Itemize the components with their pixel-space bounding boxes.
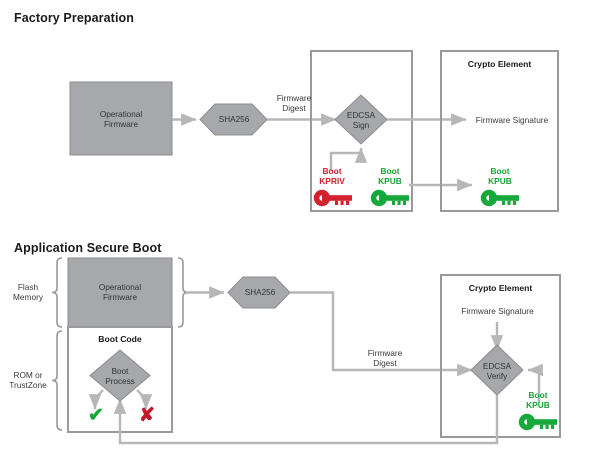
cross-icon: ✘ xyxy=(139,405,155,426)
path-digest-to-ecdsa-verify xyxy=(290,291,473,377)
key-icon-green-public-signbox xyxy=(370,189,409,207)
secureboot-crypto-element-box xyxy=(440,274,561,438)
boot-code-title: Boot Code xyxy=(98,334,142,344)
factory-firmware-digest-label: Firmware Digest xyxy=(276,93,312,114)
factory-ecdsa-sign-diamond xyxy=(334,94,388,145)
factory-operational-firmware-box xyxy=(69,81,173,156)
boot-process-label: Boot Process xyxy=(105,367,135,386)
rom-trustzone-label: ROM or TrustZone xyxy=(9,370,47,391)
factory-sha256-hexagon xyxy=(199,103,268,136)
arrow-kpriv-to-sign xyxy=(329,147,368,171)
flash-memory-label: Flash Memory xyxy=(13,282,43,303)
key-icon-red-private xyxy=(313,189,352,207)
factory-crypto-boot-kpub-label: Boot KPUB xyxy=(488,166,512,186)
factory-sha256-label: SHA256 xyxy=(218,115,250,124)
arrow-kpub-to-verify xyxy=(527,363,543,403)
check-icon: ✔ xyxy=(88,405,104,426)
secureboot-sha256-label: SHA256 xyxy=(244,288,276,297)
secureboot-boot-process-diamond xyxy=(89,349,151,402)
key-icon-green-public-crypto xyxy=(480,189,519,207)
secureboot-sha256-hexagon xyxy=(227,276,291,309)
arrow-boot-process-fail xyxy=(136,389,153,410)
section-title-factory-preparation: Factory Preparation xyxy=(14,11,134,25)
path-verify-result-to-boot-process xyxy=(113,395,499,445)
factory-crypto-element-title: Crypto Element xyxy=(467,59,532,69)
secureboot-firmware-digest-label: Firmware Digest xyxy=(367,348,403,369)
secureboot-operational-firmware-box xyxy=(67,257,173,328)
section-title-application-secure-boot: Application Secure Boot xyxy=(14,241,162,255)
arrow-boot-process-pass xyxy=(88,389,104,410)
secureboot-ecdsa-verify-label: EDCSA Verify xyxy=(482,362,512,381)
secureboot-firmware-signature-label: Firmware Signature xyxy=(461,306,534,316)
secureboot-operational-firmware-label: Operational Firmware xyxy=(98,283,142,302)
factory-firmware-signature-label: Firmware Signature xyxy=(475,115,549,125)
brace-flash-memory xyxy=(51,257,63,328)
factory-signing-enclosure xyxy=(310,50,413,212)
factory-operational-firmware-label: Operational Firmware xyxy=(99,110,143,129)
factory-boot-kpriv-label: Boot KPRIV xyxy=(319,166,345,186)
brace-firmware-output xyxy=(177,257,189,328)
factory-crypto-element-box xyxy=(440,50,559,212)
factory-boot-kpub-label: Boot KPUB xyxy=(378,166,402,186)
factory-ecdsa-sign-label: EDCSA Sign xyxy=(346,111,376,130)
brace-rom-trustzone xyxy=(51,330,63,431)
key-icon-green-public-verify xyxy=(518,413,557,431)
secureboot-crypto-element-title: Crypto Element xyxy=(468,283,533,293)
secureboot-boot-kpub-label: Boot KPUB xyxy=(526,390,550,410)
